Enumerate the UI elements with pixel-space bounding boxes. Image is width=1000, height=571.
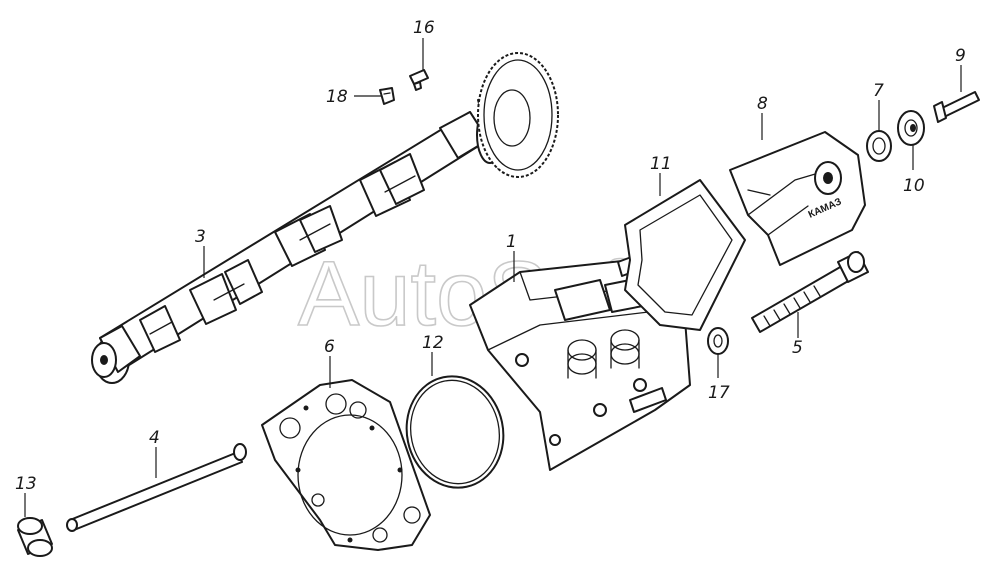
label-6: 6	[324, 337, 335, 357]
part-labels: 1 3 4 5 6 7 8 9 10 11 12 13 16 17 18	[15, 18, 966, 494]
label-16: 16	[413, 18, 435, 38]
head-gasket-icon	[261, 379, 431, 551]
label-8: 8	[757, 94, 768, 114]
camshaft-icon	[91, 52, 559, 384]
label-5: 5	[792, 338, 803, 358]
label-10: 10	[903, 176, 925, 196]
cover-gasket-icon	[624, 179, 746, 331]
clip-18-icon	[379, 87, 395, 105]
tappet-13-icon	[17, 517, 53, 557]
label-9: 9	[955, 46, 966, 66]
label-4: 4	[149, 428, 160, 448]
leader-lines	[24, 38, 962, 517]
washer-17-icon	[707, 327, 729, 355]
label-18: 18	[326, 87, 348, 107]
bolt-16-icon	[409, 69, 429, 91]
label-13: 13	[15, 474, 37, 494]
label-11: 11	[650, 154, 672, 174]
label-12: 12	[422, 333, 444, 353]
washer-7-icon	[866, 130, 892, 162]
long-bolt-5-icon	[751, 251, 869, 333]
bolt-9-icon	[933, 91, 980, 123]
valve-cover-icon: КАМАЗ	[729, 131, 866, 266]
label-17: 17	[708, 383, 730, 403]
push-rod-4-icon	[66, 443, 247, 532]
seal-washer-10-icon	[897, 110, 925, 146]
o-ring-12-icon	[405, 375, 505, 489]
label-3: 3	[195, 227, 206, 247]
label-7: 7	[873, 81, 884, 101]
label-1: 1	[506, 232, 517, 252]
